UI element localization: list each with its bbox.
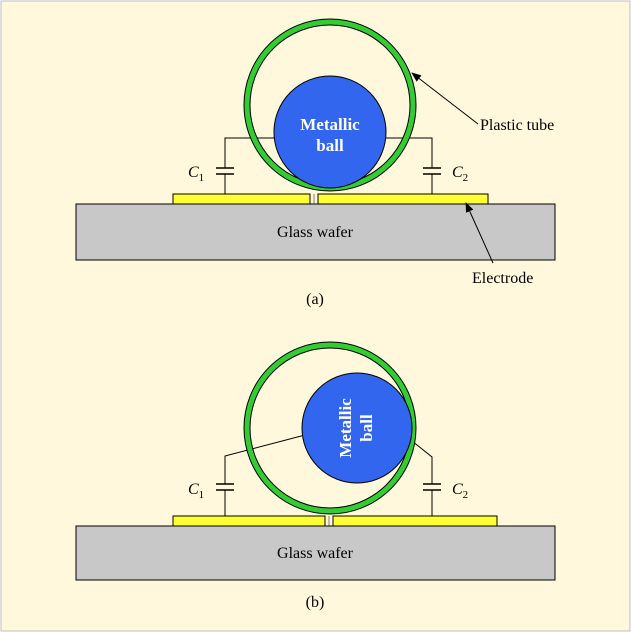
metallic-ball-b [301, 372, 413, 484]
left-electrode [172, 193, 311, 205]
capacitor-c1 [216, 137, 280, 194]
metallic-ball-label-b-line2: ball [357, 414, 376, 442]
capacitor-c2-label-b: C2 [452, 481, 468, 501]
plastic-tube-pointer [411, 72, 479, 125]
electrode-label: Electrode [472, 270, 533, 287]
metallic-ball-label-b-line1: Metallic [336, 398, 355, 458]
metallic-ball-label-line1: Metallic [300, 115, 360, 134]
glass-wafer-label-b: Glass wafer [277, 545, 354, 562]
right-electrode [317, 193, 489, 205]
capacitor-c1-label-b: C1 [188, 481, 204, 501]
left-electrode-b [172, 515, 326, 527]
electrode-pointer [465, 202, 494, 264]
capacitor-c2 [383, 137, 441, 194]
glass-wafer [75, 203, 556, 261]
capacitor-c1-b [216, 434, 306, 516]
capacitor-c1-label: C1 [188, 164, 204, 184]
plastic-tube-label: Plastic tube [480, 117, 554, 134]
capacitor-c2-b [406, 436, 441, 516]
glass-wafer-label: Glass wafer [277, 224, 354, 241]
right-electrode-b [332, 515, 498, 527]
panel-a: Glass wafer C1 C2 Metallic ball [75, 18, 556, 308]
panel-a-caption: (a) [306, 291, 324, 308]
metallic-ball [273, 75, 387, 189]
capacitor-c2-label: C2 [452, 164, 468, 184]
glass-wafer-b [75, 525, 556, 581]
plastic-tube-fill-b [244, 342, 416, 514]
panel-b-caption: (b) [306, 594, 325, 611]
metallic-ball-label-line2: ball [316, 136, 344, 155]
panel-b: Glass wafer C1 C2 Metallic ball (b) [75, 341, 556, 611]
